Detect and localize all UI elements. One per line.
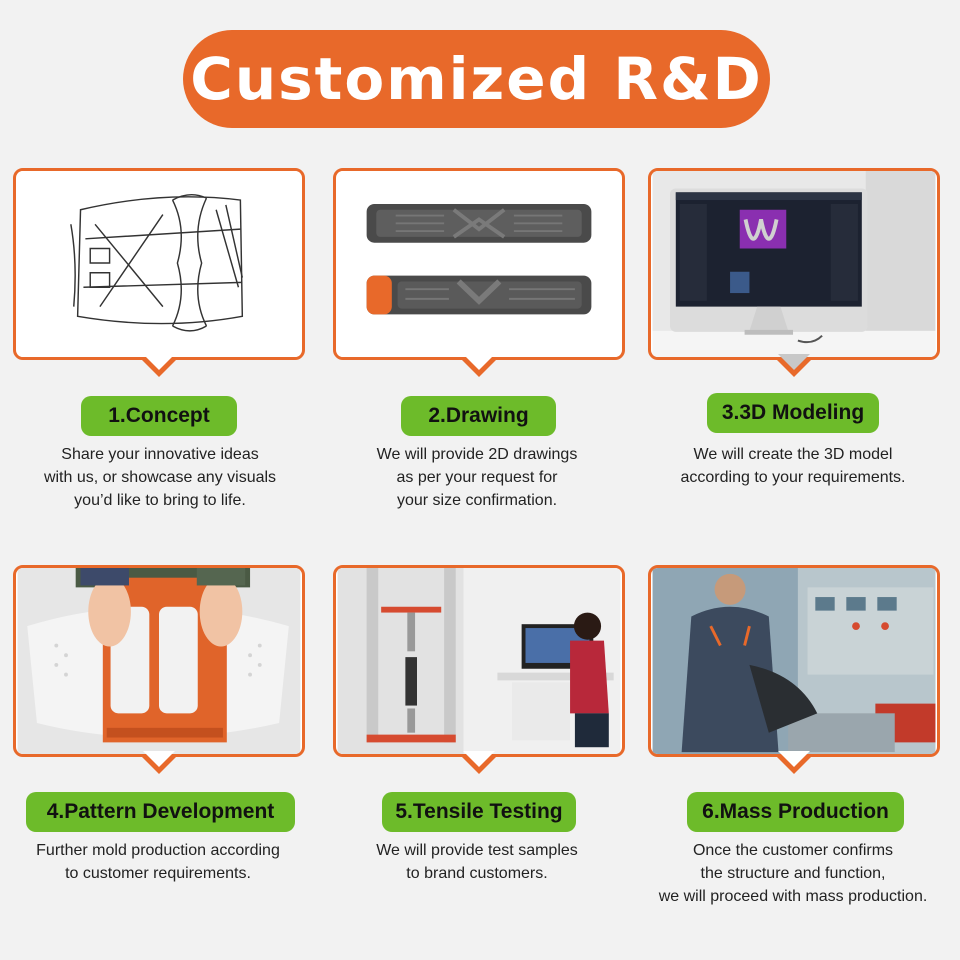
step-label-mass-production: 6.Mass Production: [687, 792, 904, 832]
concept-sketch-icon: [17, 171, 301, 357]
card-pointer: [139, 354, 179, 377]
card-pointer: [139, 751, 179, 774]
step-label-3d-modeling: 3.3D Modeling: [707, 393, 879, 433]
step-description-tensile-testing: We will provide test samples to brand cu…: [376, 842, 578, 882]
step-description-pattern-development: Further mold production according to cus…: [36, 842, 280, 882]
step-label-drawing: 2.Drawing: [401, 396, 556, 436]
tensile-image-card: [333, 565, 625, 774]
title-banner: Customized R&D: [183, 30, 770, 128]
drawing-image-card: [333, 168, 625, 377]
page-title: Customized R&D: [190, 45, 763, 113]
card-pointer: [459, 354, 499, 377]
step-label-pattern-development: 4.Pattern Development: [26, 792, 295, 832]
step-description-3d-modeling: We will create the 3D model according to…: [680, 446, 906, 486]
pattern-mold-icon: [17, 568, 301, 754]
factory-worker-icon: [652, 568, 936, 754]
card-pointer: [774, 354, 814, 377]
step-description-mass-production: Once the customer confirms the structure…: [658, 842, 928, 905]
pattern-image-card: [13, 565, 305, 774]
step-description-drawing: We will provide 2D drawings as per your …: [376, 446, 578, 509]
production-image-card: [648, 565, 940, 774]
tensile-tester-icon: [337, 568, 621, 754]
modeling-image-card: [648, 168, 940, 377]
card-pointer: [459, 751, 499, 774]
step-label-concept: 1.Concept: [81, 396, 237, 436]
step-label-tensile-testing: 5.Tensile Testing: [382, 792, 576, 832]
step-description-concept: Share your innovative ideas with us, or …: [43, 446, 277, 509]
card-pointer: [774, 751, 814, 774]
belt-drawing-icon: [337, 171, 621, 357]
concept-image-card: [13, 168, 305, 377]
monitor-3d-icon: [652, 171, 936, 357]
